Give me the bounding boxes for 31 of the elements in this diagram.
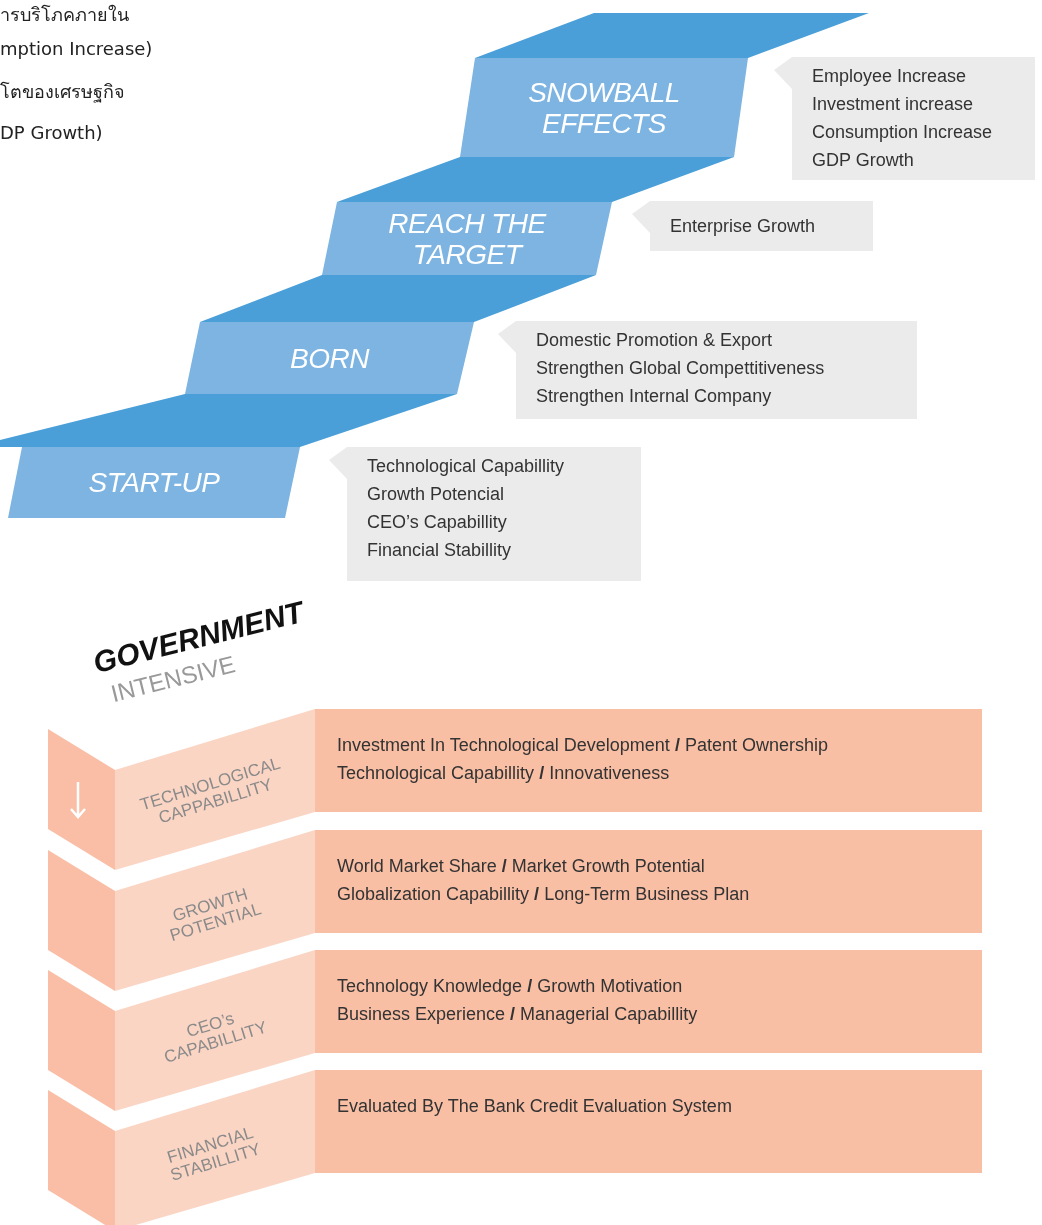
step-title: BORN [289, 342, 371, 374]
body-text: ารบริโภคภายใน [0, 3, 129, 27]
criteria-panel [315, 830, 982, 933]
callout-text: Employee Increase [812, 65, 967, 88]
criteria-text: Investment In Technological Development / Patent Ownership [337, 734, 828, 757]
callout-text: CEO’s Capabillity [367, 511, 507, 534]
criteria-panel [315, 950, 982, 1053]
callout-text: Investment increase [812, 93, 974, 116]
callout-text: Consumption Increase [812, 121, 993, 144]
body-text: mption Increase) [0, 38, 153, 59]
callout-text: GDP Growth [812, 149, 914, 172]
criteria-panel [315, 709, 982, 812]
callout-text: Technological Capabillity [367, 455, 565, 478]
callout-text: Financial Stabillity [367, 539, 512, 562]
callout-text: Strengthen Internal Company [536, 385, 772, 408]
criteria-text: World Market Share / Market Growth Potential [337, 855, 705, 878]
criteria-panel [315, 1070, 982, 1173]
callout-text: Strengthen Global Compettitiveness [536, 357, 825, 380]
step-title: REACH THE TARGET [387, 207, 548, 270]
criteria-text: Technology Knowledge / Growth Motivation [337, 975, 683, 998]
criteria-text: Business Experience / Managerial Capabillity [337, 1003, 698, 1026]
criteria-text: Globalization Capabillity / Long-Term Business Plan [337, 883, 750, 906]
step-title: START-UP [87, 467, 221, 498]
criteria-text: Technological Capabillity / Innovativeness [337, 762, 670, 785]
callout-text: Growth Potencial [367, 483, 505, 506]
callout-text: Enterprise Growth [670, 215, 816, 238]
callout-text: Domestic Promotion & Export [536, 329, 773, 352]
body-text: DP Growth) [0, 122, 103, 143]
criteria-text: Evaluated By The Bank Credit Evaluation System [337, 1095, 732, 1118]
step-title: SNOWBALL EFFECTS [527, 76, 681, 139]
body-text: โตของเศรษฐกิจ [0, 80, 125, 105]
